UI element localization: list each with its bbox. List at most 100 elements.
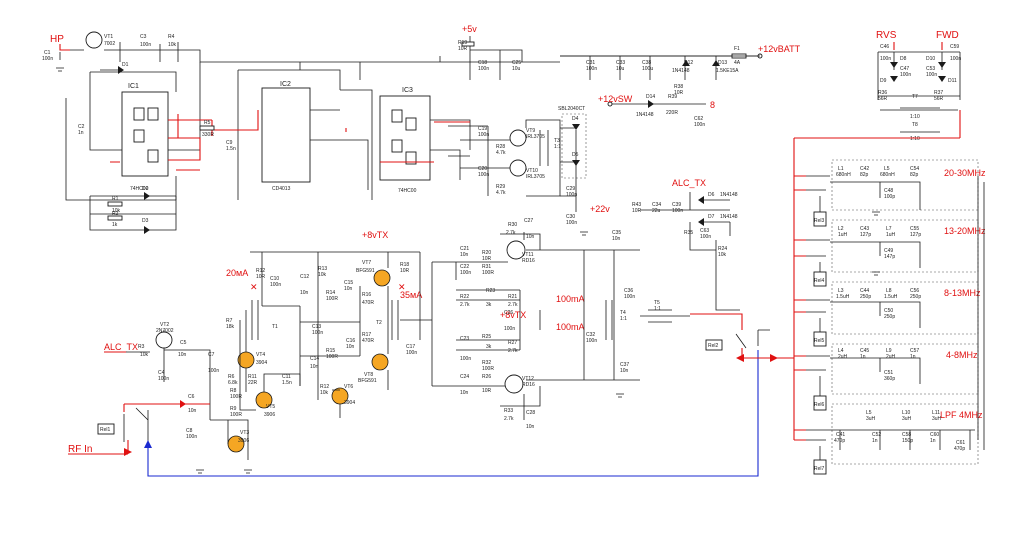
svg-text:100R: 100R	[326, 296, 338, 302]
svg-text:100n: 100n	[900, 72, 911, 78]
svg-text:100n: 100n	[950, 56, 961, 62]
svg-text:22u: 22u	[652, 208, 661, 214]
c61-label: C61	[956, 440, 965, 446]
r17-label: R17	[362, 332, 371, 338]
current-100ma-b: 100mA	[556, 322, 585, 332]
svg-text:10n: 10n	[188, 408, 197, 414]
vt4-label: VT4	[256, 352, 265, 358]
band2-label: 13-20MHz	[944, 226, 986, 236]
svg-text:2.7k: 2.7k	[506, 230, 516, 236]
band4-label: 4-8MHz	[946, 350, 978, 360]
c5-label: C5	[180, 340, 187, 346]
l2-label: L2	[838, 226, 844, 232]
svg-text:1.5n: 1.5n	[282, 380, 292, 386]
c7-label: C7	[208, 352, 215, 358]
current-20ma: 20мА	[226, 268, 248, 278]
l7-label: L7	[886, 226, 892, 232]
c31-label: C31	[586, 60, 595, 66]
r19-label: R19	[458, 40, 467, 46]
svg-text:1n: 1n	[872, 438, 878, 444]
c55-label: C55	[910, 226, 919, 232]
vt12-transistor-icon	[504, 374, 524, 394]
svg-text:1k: 1k	[112, 222, 118, 228]
svg-text:IRL3705: IRL3705	[526, 134, 545, 140]
sw8-label: 8	[710, 100, 715, 110]
svg-text:7002: 7002	[104, 41, 115, 47]
svg-text:18k: 18k	[226, 324, 235, 330]
r3-label: R3	[138, 344, 145, 350]
d1-diode-icon	[118, 66, 124, 74]
v22-rail-label: +22v	[590, 204, 610, 214]
d12-label: D12	[684, 60, 693, 66]
d2-label: D2	[142, 186, 149, 192]
c2-label: C2	[78, 124, 85, 130]
svg-text:100n: 100n	[672, 208, 683, 214]
f1-label: F1	[734, 46, 740, 52]
svg-text:1.5uH: 1.5uH	[884, 294, 898, 300]
svg-text:147p: 147p	[884, 254, 895, 260]
c10-label: C10	[270, 276, 279, 282]
rel4-label: Rel4	[814, 278, 825, 284]
c48-label: C48	[884, 188, 893, 194]
rf-in-arrow-icon	[180, 400, 186, 408]
c22-label: C22	[460, 264, 469, 270]
svg-text:680nH: 680nH	[836, 172, 851, 178]
ic2-box	[261, 87, 311, 183]
c39-label: C39	[672, 202, 681, 208]
svg-text:10k: 10k	[318, 272, 327, 278]
rel7-label: Rel7	[814, 466, 825, 472]
logic-section: IC1 74HC00 IC2 CD4013 IC3 74HC00 D1 D2 D…	[42, 31, 760, 234]
c30-label: C30	[566, 214, 575, 220]
c21-label: C21	[460, 246, 469, 252]
ic1-box	[121, 91, 169, 177]
d14-label: D14	[646, 94, 655, 100]
c28-label: C28	[526, 410, 535, 416]
d10-diode-icon	[938, 62, 946, 68]
r6-label: R6	[228, 374, 235, 380]
svg-text:100n: 100n	[270, 282, 281, 288]
svg-text:4.7k: 4.7k	[496, 150, 506, 156]
d10-label: D10	[926, 56, 935, 62]
svg-text:RD16: RD16	[522, 382, 535, 388]
t5-label: T5	[654, 300, 660, 306]
svg-text:RD16: RD16	[522, 258, 535, 264]
d13-label: D13	[718, 60, 727, 66]
r27-label: R27	[508, 340, 517, 346]
d11-label: D11	[948, 78, 957, 84]
c35-label: C35	[612, 230, 621, 236]
t1-label: T1	[272, 324, 278, 330]
sbl-diode-pack	[561, 113, 587, 179]
svg-text:2.7k: 2.7k	[460, 302, 470, 308]
svg-text:10R: 10R	[482, 388, 492, 394]
svg-text:2uH: 2uH	[838, 354, 848, 360]
v12sw-rail-label: +12vSW	[598, 94, 633, 104]
r13-label: R13	[318, 266, 327, 272]
svg-text:1N4148: 1N4148	[636, 112, 654, 118]
vt5-label: VT5	[266, 404, 275, 410]
r14-label: R14	[326, 290, 335, 296]
svg-text:470R: 470R	[362, 300, 374, 306]
svg-text:100n: 100n	[406, 350, 417, 356]
svg-text:56R: 56R	[878, 96, 888, 102]
ic2-part: CD4013	[272, 186, 291, 192]
x-mark-left-icon: ✕	[250, 282, 258, 292]
r24-label: R24	[718, 246, 727, 252]
r21-label: R21	[508, 294, 517, 300]
svg-text:1:1: 1:1	[620, 316, 627, 322]
t2-label: T2	[376, 320, 382, 326]
c8-label: C8	[186, 428, 193, 434]
vt8-label: VT8	[364, 372, 373, 378]
ic2-label: IC2	[280, 81, 291, 88]
rel7-relay-icon	[813, 459, 827, 475]
power-section: +5v R19 10R C18 100n C25 10u C31 100n C3…	[458, 24, 801, 311]
d4-label: D4	[572, 116, 579, 122]
r39-label: R39	[668, 94, 677, 100]
svg-text:1n: 1n	[930, 438, 936, 444]
vt7-transistor-icon	[373, 269, 391, 287]
svg-text:100R: 100R	[482, 366, 494, 372]
c58-label: C58	[902, 432, 911, 438]
c52-label: C52	[872, 432, 881, 438]
svg-text:82p: 82p	[860, 172, 869, 178]
c29-label: C29	[566, 186, 575, 192]
c11-label: C11	[282, 374, 291, 380]
